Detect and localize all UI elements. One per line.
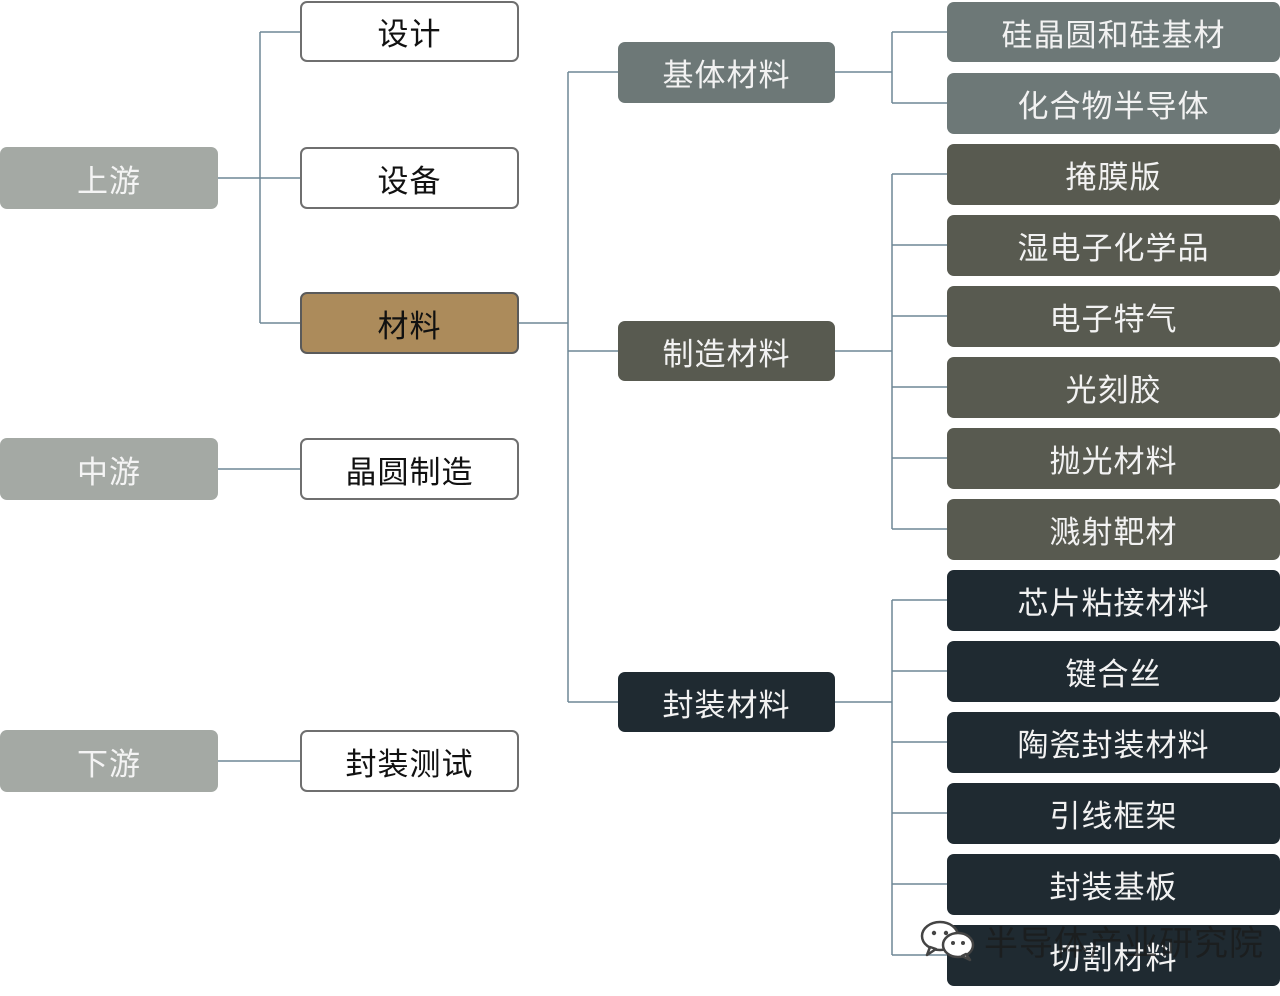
stage-upstream: 上游 <box>0 147 218 209</box>
stage-downstream: 下游 <box>0 730 218 792</box>
leaf-compound-semiconductor: 化合物半导体 <box>947 73 1280 134</box>
leaf-silicon-wafer: 硅晶圆和硅基材 <box>947 2 1280 62</box>
leaf-sputtering-targets: 溅射靶材 <box>947 499 1280 560</box>
wechat-icon <box>920 920 975 962</box>
leaf-wet-chemicals: 湿电子化学品 <box>947 215 1280 276</box>
node-materials: 材料 <box>300 292 519 354</box>
node-wafer-fab: 晶圆制造 <box>300 438 519 500</box>
leaf-die-attach: 芯片粘接材料 <box>947 570 1280 631</box>
watermark-text: 半导体产业研究院 <box>984 923 1264 964</box>
watermark: 半导体产业研究院 <box>918 916 1264 964</box>
leaf-polishing-materials: 抛光材料 <box>947 428 1280 489</box>
leaf-lead-frame: 引线框架 <box>947 783 1280 844</box>
node-packaging-testing: 封装测试 <box>300 730 519 792</box>
leaf-ceramic-packaging: 陶瓷封装材料 <box>947 712 1280 773</box>
leaf-photoresist: 光刻胶 <box>947 357 1280 418</box>
leaf-bonding-wire: 键合丝 <box>947 641 1280 702</box>
stage-midstream: 中游 <box>0 438 218 500</box>
category-manufacturing-materials: 制造材料 <box>618 321 835 381</box>
leaf-specialty-gases: 电子特气 <box>947 286 1280 347</box>
leaf-photomask: 掩膜版 <box>947 144 1280 205</box>
category-base-materials: 基体材料 <box>618 42 835 103</box>
node-design: 设计 <box>300 1 519 62</box>
category-packaging-materials: 封装材料 <box>618 672 835 732</box>
leaf-dicing-materials: 切割材料 <box>947 925 1280 986</box>
node-equipment: 设备 <box>300 147 519 209</box>
leaf-packaging-substrate: 封装基板 <box>947 854 1280 915</box>
